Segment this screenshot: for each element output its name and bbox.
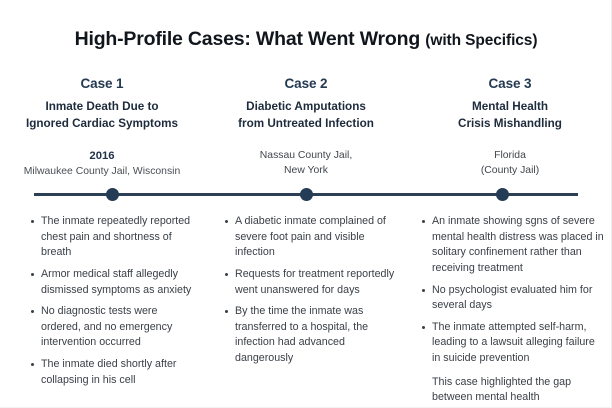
case-meta-3: Florida (County Jail) [420,149,600,178]
list-item: The inmate died shortly after collapsing… [30,357,196,388]
case-meta-2: Nassau County Jail, New York [216,149,396,178]
case-headers: Case 1 Inmate Death Due to Ignored Cardi… [0,76,611,180]
timeline-dot-case-2 [300,188,313,201]
timeline-dot-case-1 [106,188,119,201]
case-label-1: Case 1 [80,76,124,91]
case-year-1: 2016 [89,150,115,163]
case-title-2-line2: from Untreated Infection [238,116,374,130]
page-title: High-Profile Cases: What Went Wrong (wit… [0,28,611,51]
case-header-3: Case 3 Mental Health Crisis Mishandling … [408,76,611,180]
list-item: No psychologist evaluated him for severa… [421,283,606,314]
timeline-axis [34,188,578,201]
page-title-main: High-Profile Cases: What Went Wrong [74,28,426,50]
page-title-sub: (with Specifics) [425,32,538,49]
list-item: By the time the inmate was transferred t… [224,304,400,367]
case-title-3-line2: Crisis Mishandling [458,116,562,130]
case-header-2: Case 2 Diabetic Amputations from Untreat… [204,76,408,180]
case-place-2-line1: Nassau County Jail, [259,150,353,162]
list-item: The inmate attempted self-harm, leading … [421,320,606,367]
case-title-1-line2: Ignored Cardiac Symptoms [26,116,178,130]
case-title-3: Mental Health Crisis Mishandling [420,99,600,132]
case-label-3: Case 3 [488,76,532,91]
case-header-1: Case 1 Inmate Death Due to Ignored Cardi… [0,76,204,180]
list-item: Armor medical staff allegedly dismissed … [30,267,196,298]
case-bullets-2: A diabetic inmate complained of severe f… [204,214,408,407]
bullet-list-2: A diabetic inmate complained of severe f… [224,214,400,367]
case-3-trailing-note: This case highlighted the gap between me… [432,375,572,404]
case-place-3-line1: Florida [494,150,526,162]
case-bullets-1: The inmate repeatedly reported chest pai… [0,214,204,407]
case-details: The inmate repeatedly reported chest pai… [0,214,611,407]
case-title-2: Diabetic Amputations from Untreated Infe… [216,99,396,132]
bullet-list-3: An inmate showing sgns of severe mental … [421,214,606,406]
case-title-2-line1: Diabetic Amputations [246,100,366,114]
case-meta-1: 2016 Milwaukee County Jail, Wisconsin [12,149,192,179]
timeline-dot-case-3 [496,188,509,201]
case-place-3-line2: (County Jail) [480,164,540,176]
case-label-2: Case 2 [284,76,328,91]
case-place-1: Milwaukee County Jail, Wisconsin [23,166,181,178]
list-item: A diabetic inmate complained of severe f… [224,214,400,261]
case-place-2-line2: New York [284,164,328,176]
case-bullets-3: An inmate showing sgns of severe mental … [408,214,611,407]
list-item: Requests for treatment reportedly went u… [224,267,400,298]
list-item: An inmate showing sgns of severe mental … [421,214,606,277]
case-title-3-line1: Mental Health [472,100,548,114]
bullet-list-1: The inmate repeatedly reported chest pai… [30,214,196,388]
case-title-1: Inmate Death Due to Ignored Cardiac Symp… [12,99,192,132]
list-item: No diagnostic tests were ordered, and no… [30,304,196,351]
list-item: The inmate repeatedly reported chest pai… [30,214,196,261]
case-title-1-line1: Inmate Death Due to [45,100,159,114]
